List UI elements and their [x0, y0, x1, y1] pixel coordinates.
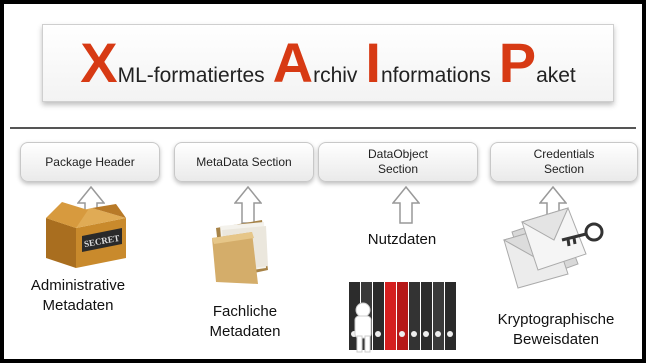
label-administrative: Administrative Metadaten: [18, 276, 138, 315]
label-kryptographische: Kryptographische Beweisdaten: [480, 310, 632, 349]
folder-icon: [212, 220, 268, 284]
label-kryptographische-line2: Beweisdaten: [513, 330, 599, 348]
title-word-rchiv: rchiv: [313, 64, 358, 87]
binders-icon: [349, 282, 456, 353]
section-package-header-label: Package Header: [45, 154, 135, 169]
label-fachliche: Fachliche Metadaten: [190, 302, 300, 341]
up-arrow-icon: [392, 186, 420, 224]
section-dataobject-label-line1: DataObject: [367, 147, 429, 161]
title-word-ml-formatiertes: ML-formatiertes: [117, 64, 265, 87]
title: X ML-formatiertes A rchiv I nformations …: [80, 35, 576, 91]
divider: [10, 127, 636, 129]
label-nutzdaten: Nutzdaten: [367, 231, 437, 248]
title-letter-i: I: [365, 31, 381, 94]
section-metadata-label: MetaData Section: [196, 154, 292, 169]
label-administrative-line1: Administrative: [30, 277, 126, 294]
section-credentials: Credentials Section: [490, 142, 638, 182]
envelopes-key-icon: [502, 207, 604, 289]
title-letter-x: X: [80, 31, 118, 94]
slide: X ML-formatiertes A rchiv I nformations …: [4, 4, 642, 359]
title-box: X ML-formatiertes A rchiv I nformations …: [42, 24, 614, 102]
title-word-nformations: nformations: [380, 64, 491, 87]
section-dataobject: DataObject Section: [318, 142, 478, 182]
section-credentials-label-line2: Section: [543, 162, 584, 176]
label-administrative-line2: Metadaten: [42, 296, 114, 314]
label-fachliche-line1: Fachliche: [212, 303, 278, 320]
label-kryptographische-line1: Kryptographische: [497, 311, 615, 328]
section-credentials-label-line1: Credentials: [533, 147, 595, 161]
section-dataobject-label-line2: Section: [377, 162, 419, 176]
section-metadata: MetaData Section: [174, 142, 314, 182]
secret-box-icon: SECRET: [46, 202, 126, 268]
title-letter-p: P: [498, 31, 537, 94]
title-letter-a: A: [272, 31, 314, 94]
section-package-header: Package Header: [20, 142, 160, 182]
title-word-aket: aket: [536, 64, 576, 87]
label-fachliche-line2: Metadaten: [209, 322, 281, 340]
